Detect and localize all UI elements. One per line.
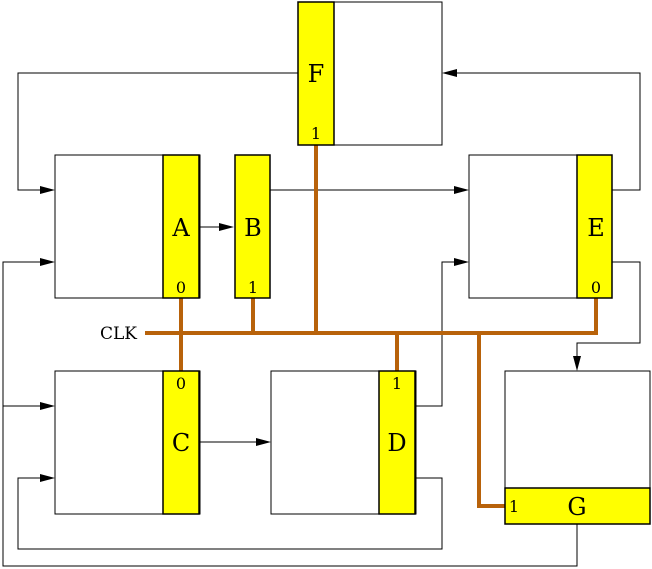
register-g-phase: 1 [509,497,519,516]
arrowhead-c-bottom [40,474,55,482]
register-b-body [234,154,271,299]
clock-label: CLK [100,324,137,344]
arrowhead-a-bottom [40,258,55,266]
arrowhead-d-in [256,438,271,446]
register-d-phase: 1 [392,374,402,393]
arrowhead-e-top [454,186,469,194]
register-a: A 0 [162,154,200,299]
arrowhead-a-top [40,186,55,194]
wire-f-to-a [17,72,298,191]
clock-network [145,143,598,508]
arrowhead-g-in [573,356,581,371]
wire-e-to-f [450,72,641,191]
register-b-name: B [244,214,262,242]
register-d-name: D [387,429,406,457]
arrowheads [40,69,581,482]
register-f-name: F [308,60,325,88]
register-c-name: C [172,429,190,457]
register-e-name: E [587,214,605,242]
register-f: F 1 [297,1,335,146]
register-d: 1 D [378,370,416,515]
arrowhead-b-in [219,223,234,231]
register-d-body [378,370,416,515]
register-f-phase: 1 [311,124,321,143]
register-f-body [297,1,335,146]
wire-e-to-g [576,261,641,363]
wire-d-to-c [17,477,443,550]
register-c-phase: 0 [176,374,186,393]
register-a-name: A [171,214,190,242]
clock-tap-g [477,331,507,508]
register-c: 0 C [162,370,200,515]
register-e-body [576,154,613,299]
register-c-body [162,370,200,515]
register-g-name: G [567,493,586,521]
register-e-phase: 0 [591,278,601,297]
arrowhead-f-in [442,69,457,77]
wire-g-to-a-c [2,261,578,567]
register-g: 1 G [504,487,651,525]
register-b: B 1 [234,154,271,299]
register-a-body [162,154,200,299]
arrowhead-c-top [40,402,55,410]
register-e: E 0 [576,154,613,299]
register-b-phase: 1 [248,278,258,297]
register-a-phase: 0 [176,278,186,297]
arrowhead-e-bottom [454,258,469,266]
register-g-body [504,487,651,525]
